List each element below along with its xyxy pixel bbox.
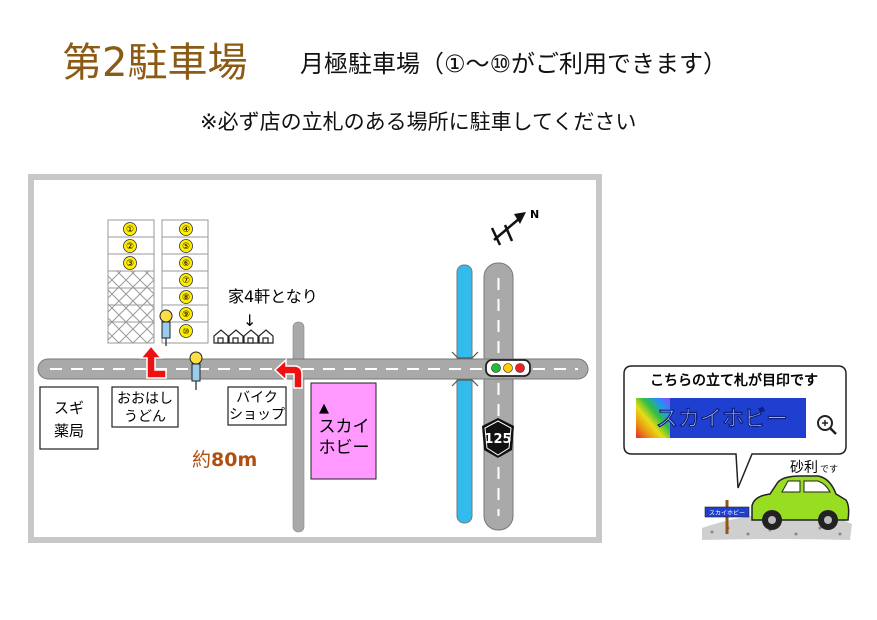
store-bike-line2: ショップ xyxy=(229,407,285,423)
parking-spot-2: ② xyxy=(126,242,134,252)
callout-caption: こちらの立て札が目印です xyxy=(650,372,818,389)
store-sugi-line2: 薬局 xyxy=(54,422,84,440)
gravel-label-main: 砂利 xyxy=(790,460,818,476)
store-sugi-pharmacy xyxy=(39,386,99,450)
store-bike-shop xyxy=(227,386,287,426)
parking-spot-1: ① xyxy=(126,225,134,235)
shop-marker-icon: ▲ xyxy=(319,401,329,416)
turn-arrow-icon xyxy=(273,358,303,389)
gravel-label: 砂利です xyxy=(790,460,838,476)
bridge xyxy=(451,351,479,387)
car-icon xyxy=(751,475,850,530)
rainbow-icon xyxy=(636,398,670,438)
traffic-light-icon xyxy=(485,359,531,377)
store-udon-line2: うどん xyxy=(124,409,166,425)
sign-text: スカイホビー xyxy=(656,407,788,432)
parking-spot-3: ③ xyxy=(126,259,134,269)
parking-spot-10: ⑩ xyxy=(182,327,189,336)
compass-north: N xyxy=(530,208,539,221)
parking-spot-8-icon xyxy=(179,290,193,304)
parking-notice: ※必ず店の立札のある場所に駐車してください xyxy=(200,110,637,134)
distance-label: 約80m xyxy=(192,449,257,471)
parking-spot-4: ④ xyxy=(182,225,190,235)
route-number: 125 xyxy=(484,432,511,447)
parking-spot-5-icon xyxy=(179,239,193,253)
houses-label: 家4軒となり xyxy=(228,287,318,306)
page-subtitle: 月極駐車場（①～⑩がご利用できます） xyxy=(300,50,728,78)
main-road xyxy=(37,358,589,380)
parking-spot-10-icon xyxy=(179,324,193,338)
shop-name-line2: ホビー xyxy=(319,438,370,458)
distance-prefix: 約 xyxy=(192,449,211,471)
route-125-shield-icon xyxy=(482,418,514,458)
turn-arrow-icon xyxy=(139,344,167,379)
houses-icon xyxy=(213,329,274,344)
houses-arrow-icon: ↓ xyxy=(243,311,256,330)
river xyxy=(456,264,473,524)
parking-spot-7: ⑦ xyxy=(182,276,190,286)
store-bike-line1: バイク xyxy=(236,390,278,406)
parking-spot-6-icon xyxy=(179,256,193,270)
mini-sign-post-icon xyxy=(704,500,750,534)
side-road xyxy=(292,321,305,533)
mini-sign-text: スカイホビー xyxy=(709,509,745,517)
sky-hobby-shop xyxy=(310,382,377,480)
page-title: 第2駐車場 xyxy=(62,40,248,86)
sign-post-icon xyxy=(189,351,203,390)
parking-spot-7-icon xyxy=(179,273,193,287)
parking-spot-5: ⑤ xyxy=(182,242,190,252)
parking-spot-1-icon xyxy=(123,222,137,236)
store-sugi-line1: スギ xyxy=(54,399,84,417)
parking-spot-3-icon xyxy=(123,256,137,270)
store-ohashi-udon xyxy=(111,386,179,428)
store-udon-line1: おおはし xyxy=(117,391,173,407)
parking-spot-6: ⑥ xyxy=(182,259,190,269)
shop-name-line1: スカイ xyxy=(319,417,370,437)
zoom-icon xyxy=(817,415,837,435)
route-125-road xyxy=(483,262,514,531)
sign-post-icon xyxy=(159,309,173,346)
parking-spot-9-icon xyxy=(179,307,193,321)
parking-spot-8: ⑧ xyxy=(182,293,190,303)
parking-spot-4-icon xyxy=(179,222,193,236)
north-arrow-icon xyxy=(490,212,526,246)
parking-spot-2-icon xyxy=(123,239,137,253)
parking-spot-9: ⑨ xyxy=(182,310,190,320)
distance-value: 80m xyxy=(211,449,257,471)
gravel-label-suffix: です xyxy=(820,464,838,475)
